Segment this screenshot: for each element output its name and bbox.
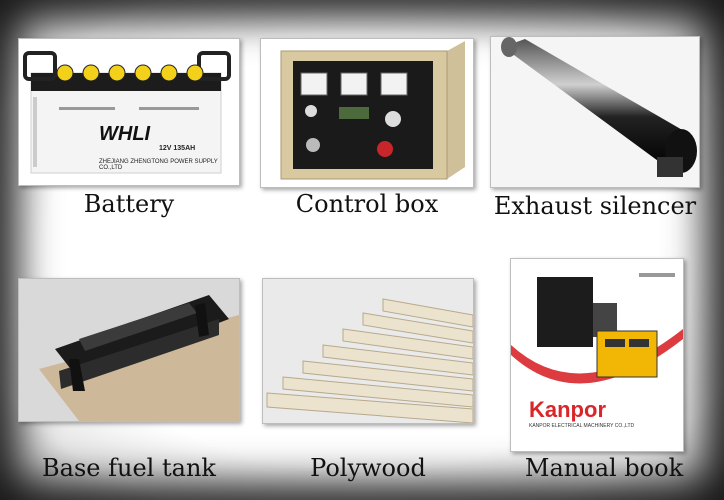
- manual-book-photo: Kanpor KANPOR ELECTRICAL MACHINERY CO.,L…: [510, 258, 684, 452]
- battery-caption: Battery: [83, 190, 175, 218]
- polywood-photo: [262, 278, 474, 424]
- base-fuel-tank-tile: Base fuel tank: [18, 278, 240, 488]
- battery-tile: WHLI 12V 135AH ZHEJIANG ZHENGTONG POWER …: [18, 38, 240, 224]
- exhaust-silencer-photo: [490, 36, 700, 188]
- exhaust-silencer-caption: Exhaust silencer: [493, 192, 697, 220]
- manual-book-tile: Kanpor KANPOR ELECTRICAL MACHINERY CO.,L…: [506, 256, 702, 488]
- battery-photo: WHLI 12V 135AH ZHEJIANG ZHENGTONG POWER …: [18, 38, 240, 186]
- control-box-caption: Control box: [295, 190, 439, 218]
- battery-maker-label: ZHEJIANG ZHENGTONG POWER SUPPLY CO.,LTD: [99, 159, 218, 171]
- base-fuel-tank-photo: [18, 278, 240, 422]
- battery-brand-label: WHLI: [99, 123, 151, 145]
- polywood-caption: Polywood: [310, 454, 426, 482]
- kanpor-logo: Kanpor: [529, 397, 606, 422]
- manual-book-caption: Manual book: [524, 454, 684, 482]
- battery-spec-label: 12V 135AH: [159, 145, 196, 152]
- polywood-tile: Polywood: [262, 278, 474, 488]
- kanpor-company-label: KANPOR ELECTRICAL MACHINERY CO.,LTD: [529, 423, 635, 429]
- control-box-tile: Control box: [260, 38, 474, 224]
- exhaust-silencer-tile: Exhaust silencer: [488, 36, 702, 224]
- base-fuel-tank-caption: Base fuel tank: [42, 454, 216, 482]
- control-box-photo: [260, 38, 474, 188]
